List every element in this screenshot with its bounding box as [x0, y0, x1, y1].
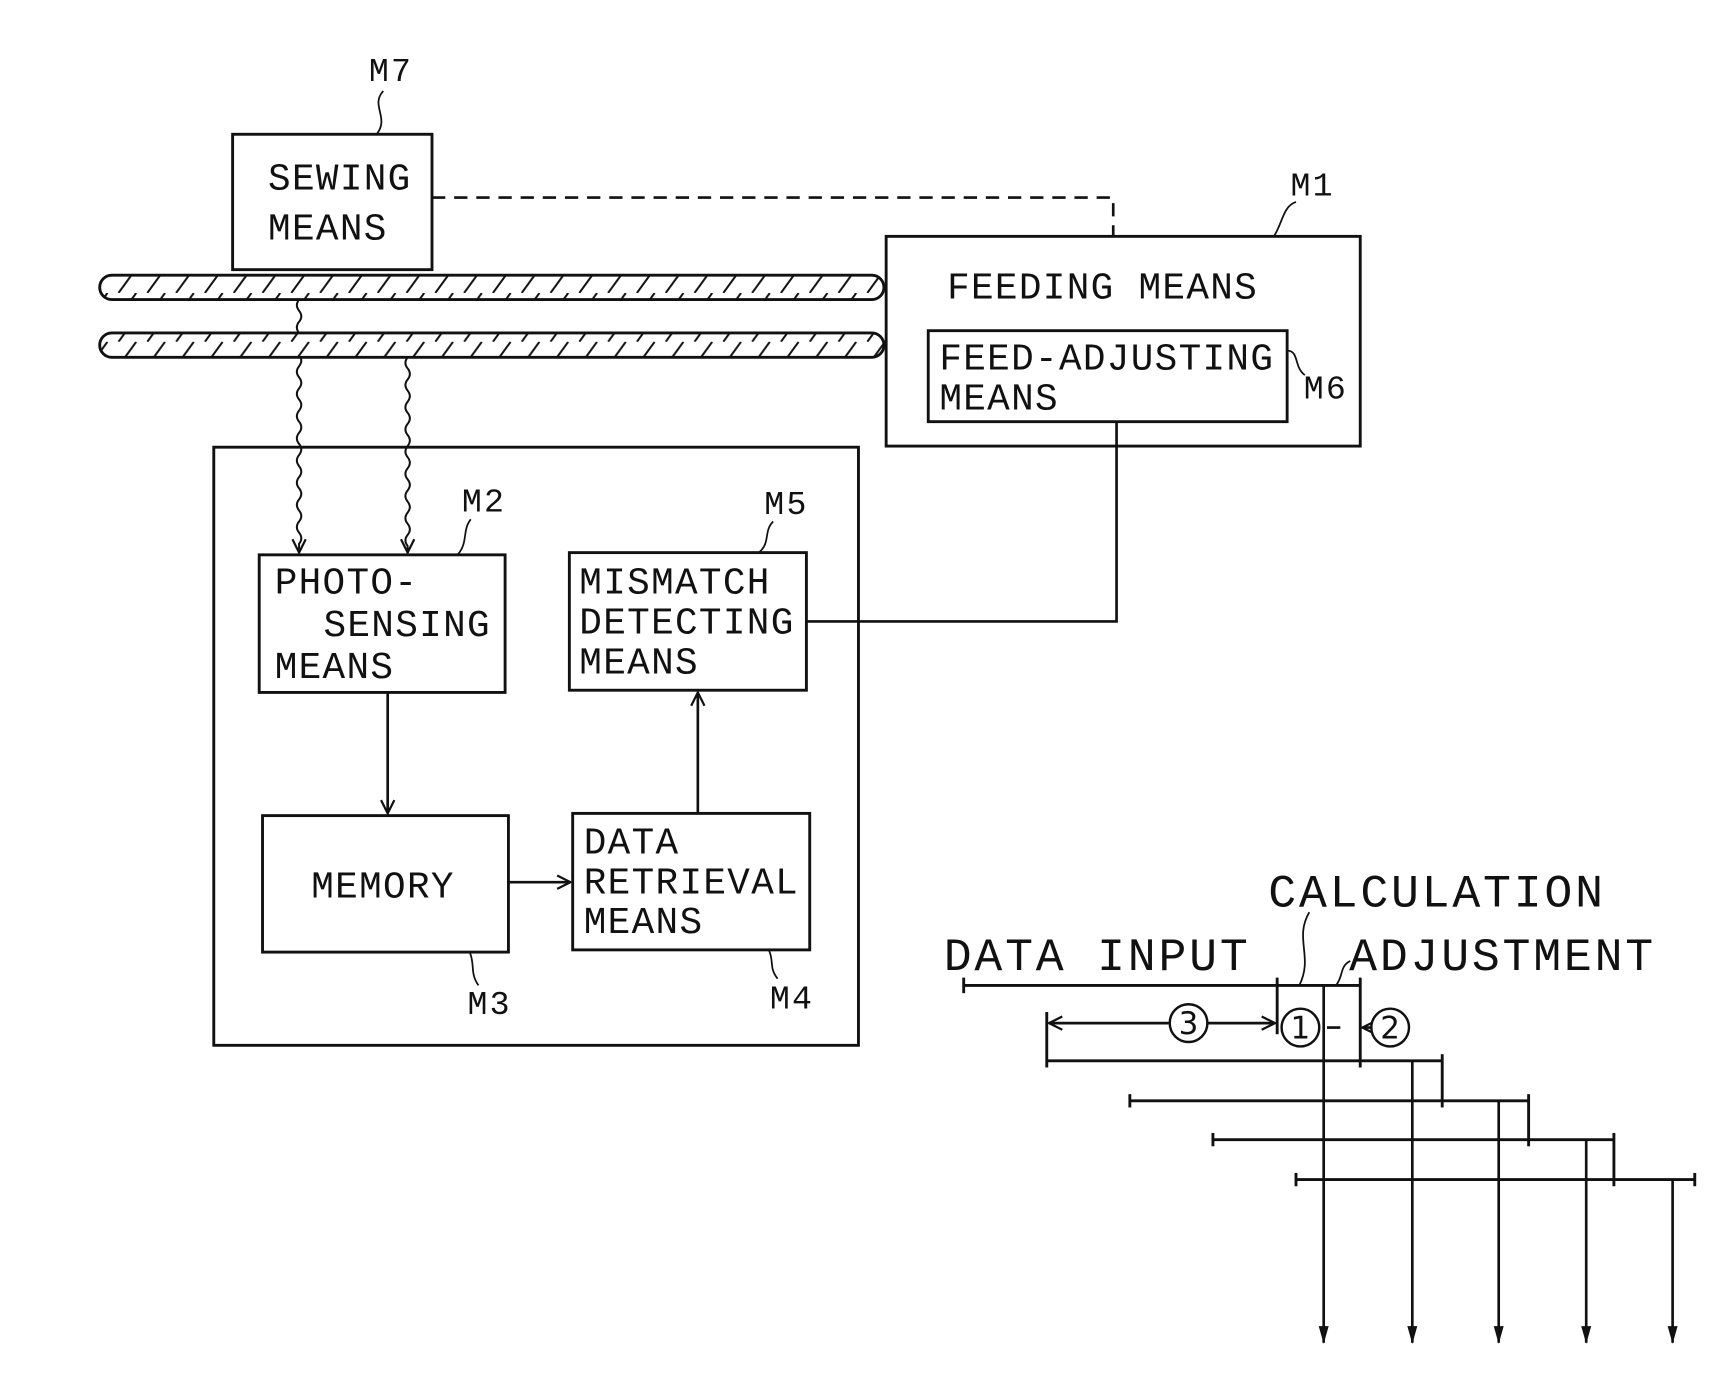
label-m4: M4 — [770, 981, 814, 1019]
data-retrieval-means-text-2: RETRIEVAL — [584, 863, 799, 905]
sewing-means-text-2: MEANS — [268, 210, 388, 252]
light-path-wave-2 — [405, 357, 409, 552]
sewing-feeding-dashed-link — [432, 198, 1113, 237]
timing-data-input-label: DATA INPUT — [944, 931, 1251, 984]
leader-m2 — [457, 519, 470, 555]
data-retrieval-means-text-1: DATA — [584, 823, 680, 865]
mismatch-detecting-means-text-3: MEANS — [579, 644, 699, 686]
leader-m4 — [769, 950, 778, 979]
feeding-means-text: FEEDING MEANS — [947, 268, 1258, 310]
feed-adjusting-means-text-2: MEANS — [939, 379, 1059, 421]
leader-calculation — [1299, 912, 1309, 985]
photo-sensing-means-text-3: MEANS — [275, 648, 395, 690]
photo-sensing-means-text-2: SENSING — [323, 606, 490, 648]
photo-sensing-means-text-1: PHOTO- — [275, 564, 419, 606]
label-m2: M2 — [462, 484, 506, 522]
lower-fabric-bar — [100, 333, 884, 357]
label-m3: M3 — [467, 986, 511, 1024]
sewing-means-text-1: SEWING — [268, 160, 412, 202]
feed-adjusting-means-text-1: FEED-ADJUSTING — [939, 339, 1274, 381]
upper-fabric-bar — [100, 275, 884, 299]
timing-adjustment-label: ADJUSTMENT — [1349, 931, 1656, 984]
label-m5: M5 — [764, 486, 808, 524]
timing-calculation-label: CALCULATION — [1268, 868, 1605, 921]
step-2-number: 2 — [1380, 1011, 1400, 1047]
data-retrieval-means-text-3: MEANS — [584, 903, 704, 945]
step-1-number: 1 — [1291, 1011, 1311, 1047]
link-mismatch-to-feed-adjusting — [806, 422, 1116, 622]
leader-m3 — [470, 952, 479, 985]
controller-frame — [214, 447, 859, 1045]
leader-adjustment — [1336, 961, 1350, 985]
label-m6: M6 — [1304, 370, 1348, 408]
label-m7: M7 — [369, 53, 413, 91]
leader-m7 — [377, 91, 384, 134]
leader-m5 — [759, 522, 773, 553]
memory-text: MEMORY — [311, 868, 455, 910]
mismatch-detecting-means-text-2: DETECTING — [579, 604, 794, 646]
mismatch-detecting-means-text-1: MISMATCH — [579, 564, 770, 606]
label-m1: M1 — [1290, 167, 1334, 205]
leader-m1 — [1274, 202, 1296, 236]
step-3-number: 3 — [1179, 1006, 1199, 1042]
